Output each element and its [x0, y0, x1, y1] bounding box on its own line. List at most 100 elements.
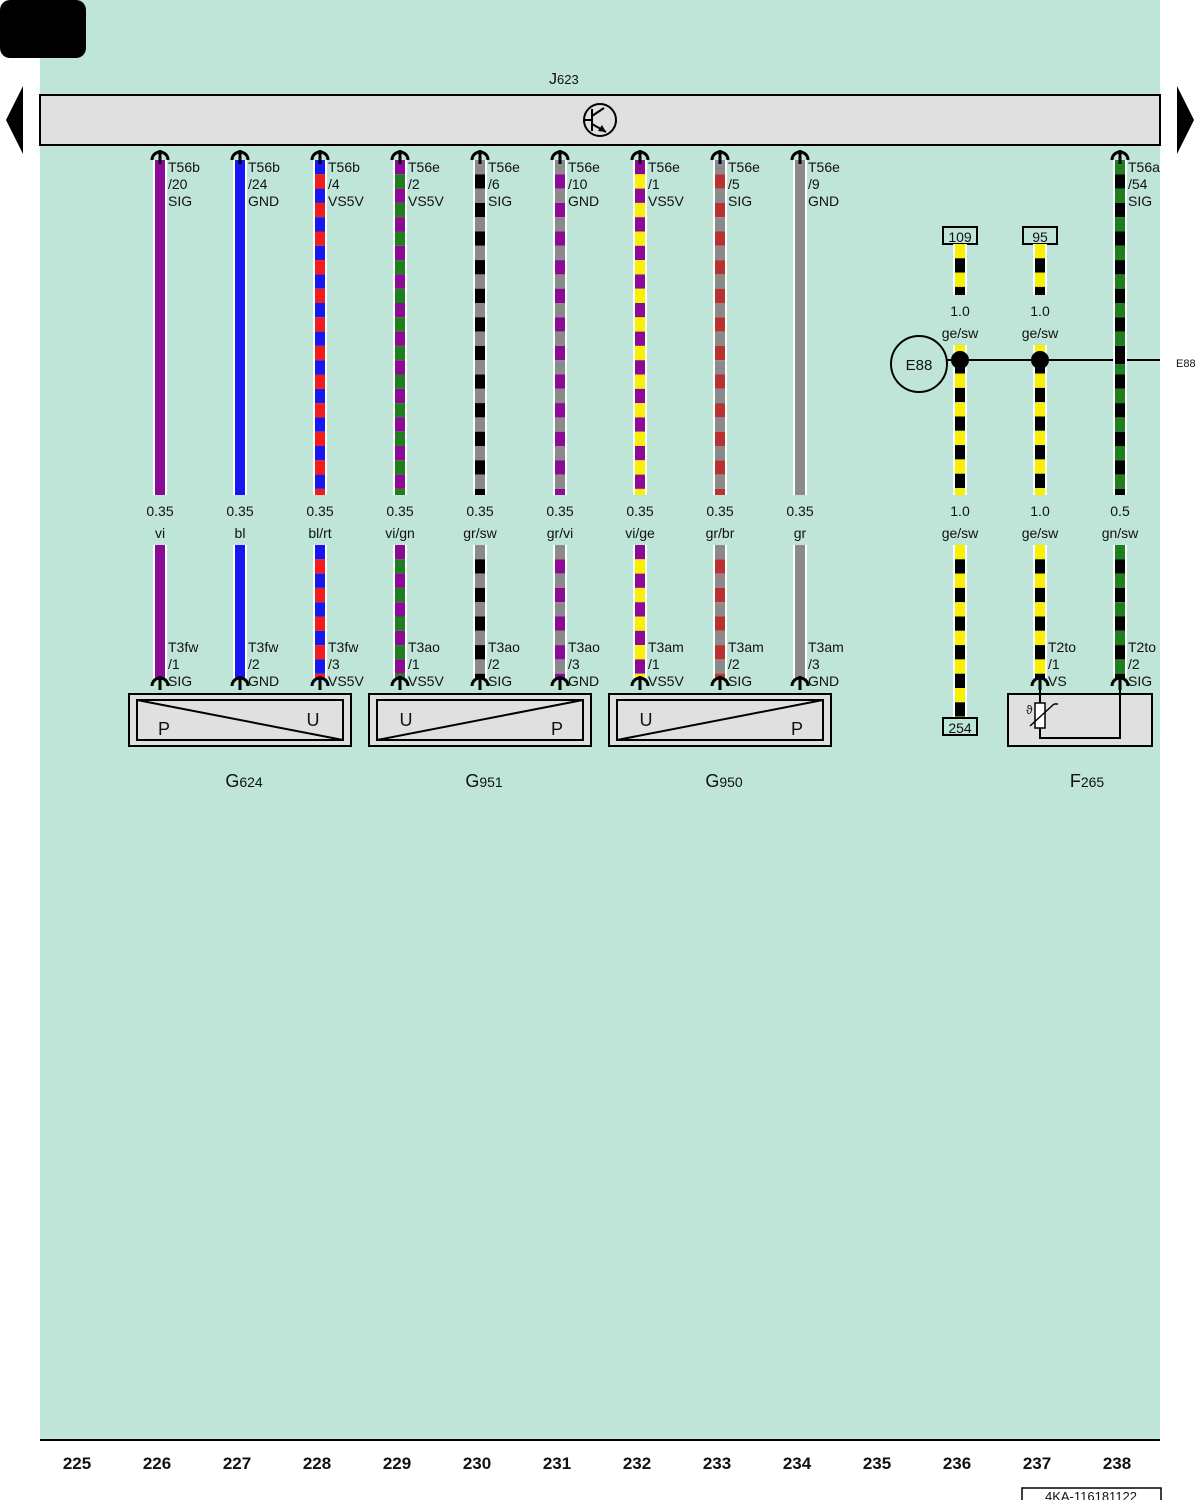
- doc-id-box: [1021, 1487, 1162, 1500]
- ref-254: 254: [948, 720, 972, 736]
- column-number: 237: [1023, 1454, 1051, 1473]
- wire-size-231: 0.35: [546, 503, 573, 519]
- top-conn-232-2: VS5V: [648, 193, 684, 209]
- wire-size-234: 0.35: [786, 503, 813, 519]
- wire-size-232: 0.35: [626, 503, 653, 519]
- wire-size-237-lower: 1.0: [1030, 503, 1050, 519]
- component-id: G: [465, 771, 479, 791]
- sensor-letter-left: P: [158, 719, 170, 739]
- bottom-conn-229-0: T3ao: [408, 639, 440, 655]
- sensor-letter-left: U: [400, 710, 413, 730]
- bottom-conn-227-1: /2: [248, 656, 260, 672]
- wire-size-228: 0.35: [306, 503, 333, 519]
- wire-color-237-lower: ge/sw: [1022, 525, 1059, 541]
- top-conn-230-1: /6: [488, 176, 500, 192]
- splice-node-237: [1031, 351, 1049, 369]
- column-number: 229: [383, 1454, 411, 1473]
- top-conn-238-2: SIG: [1128, 193, 1152, 209]
- wire-color-236-lower: ge/sw: [942, 525, 979, 541]
- top-conn-227-0: T56b: [248, 159, 280, 175]
- splice-label-e88-right: E88: [1176, 358, 1196, 370]
- wire-231-upper: [553, 160, 567, 495]
- sensor-g624: [128, 693, 352, 747]
- bottom-conn-228-2: VS5V: [328, 673, 364, 689]
- top-conn-231-1: /10: [568, 176, 588, 192]
- top-conn-229-1: /2: [408, 176, 420, 192]
- sensor-letter-right: P: [551, 719, 563, 739]
- top-conn-232-1: /1: [648, 176, 660, 192]
- wire-237-upper: [1033, 244, 1047, 295]
- wire-color-228: bl/rt: [308, 525, 331, 541]
- column-number: 226: [143, 1454, 171, 1473]
- bottom-conn-226-0: T3fw: [168, 639, 199, 655]
- column-number: 232: [623, 1454, 651, 1473]
- bottom-conn-234-0: T3am: [808, 639, 844, 655]
- component-id: F: [1070, 771, 1081, 791]
- wire-238-lower: [1113, 545, 1127, 678]
- bottom-conn-233-1: /2: [728, 656, 740, 672]
- connector-top-231: [550, 150, 570, 164]
- bottom-conn-228-0: T3fw: [328, 639, 359, 655]
- top-conn-228-2: VS5V: [328, 193, 364, 209]
- bottom-conn-227-2: GND: [248, 673, 279, 689]
- wire-232-lower: [633, 545, 647, 678]
- component-sub: 951: [479, 774, 503, 790]
- column-number: 230: [463, 1454, 491, 1473]
- top-conn-228-0: T56b: [328, 159, 360, 175]
- wire-size-236-upper: 1.0: [950, 303, 970, 319]
- bottom-conn-226-2: SIG: [168, 673, 192, 689]
- wire-234-lower: [793, 545, 807, 678]
- wire-230-lower: [473, 545, 487, 678]
- wire-232-upper: [633, 160, 647, 495]
- sensor-letter-right: U: [307, 710, 320, 730]
- control-unit-id: J: [549, 71, 557, 88]
- splice-node-236: [951, 351, 969, 369]
- top-conn-232-0: T56e: [648, 159, 680, 175]
- top-conn-231-0: T56e: [568, 159, 600, 175]
- connector-bottom-231: [550, 676, 570, 690]
- top-conn-231-2: GND: [568, 193, 599, 209]
- top-conn-226-0: T56b: [168, 159, 200, 175]
- top-conn-233-0: T56e: [728, 159, 760, 175]
- triangle-left-icon[interactable]: [6, 86, 23, 154]
- wire-color-237-upper: ge/sw: [1022, 325, 1059, 341]
- wire-color-232: vi/ge: [625, 525, 655, 541]
- connector-top-227: [230, 150, 250, 164]
- wire-size-229: 0.35: [386, 503, 413, 519]
- bottom-conn-231-1: /3: [568, 656, 580, 672]
- component-label: G951: [465, 771, 503, 791]
- top-conn-234-2: GND: [808, 193, 839, 209]
- bottom-conn-237-0: T2to: [1048, 639, 1076, 655]
- top-conn-238-1: /54: [1128, 176, 1148, 192]
- wire-color-226: vi: [155, 525, 165, 541]
- top-conn-230-0: T56e: [488, 159, 520, 175]
- splice-label-e88: E88: [906, 357, 933, 374]
- wire-color-231: gr/vi: [547, 525, 573, 541]
- bottom-conn-230-0: T3ao: [488, 639, 520, 655]
- triangle-right-icon[interactable]: [1177, 86, 1194, 154]
- component-sub: 950: [719, 774, 743, 790]
- component-id: G: [225, 771, 239, 791]
- column-number: 236: [943, 1454, 971, 1473]
- connector-top-229: [390, 150, 410, 164]
- connector-bottom-233: [710, 676, 730, 690]
- column-number: 228: [303, 1454, 331, 1473]
- component-label: G624: [225, 771, 263, 791]
- temperature-sensor-f265: ϑ: [1007, 690, 1153, 747]
- wire-233-upper: [713, 160, 727, 495]
- column-number: 227: [223, 1454, 251, 1473]
- wire-color-227: bl: [235, 525, 246, 541]
- bottom-conn-232-1: /1: [648, 656, 660, 672]
- bottom-conn-227-0: T3fw: [248, 639, 279, 655]
- column-number: 231: [543, 1454, 571, 1473]
- bottom-conn-233-2: SIG: [728, 673, 752, 689]
- wire-color-234: gr: [794, 525, 807, 541]
- bottom-conn-229-1: /1: [408, 656, 420, 672]
- connector-bottom-234: [790, 676, 810, 690]
- wire-color-229: vi/gn: [385, 525, 415, 541]
- wire-229-upper: [393, 160, 407, 495]
- doc-id: 4KA-116181122: [1045, 1489, 1137, 1500]
- connector-bottom-226: [150, 676, 170, 690]
- sensor-letter-left: U: [640, 710, 653, 730]
